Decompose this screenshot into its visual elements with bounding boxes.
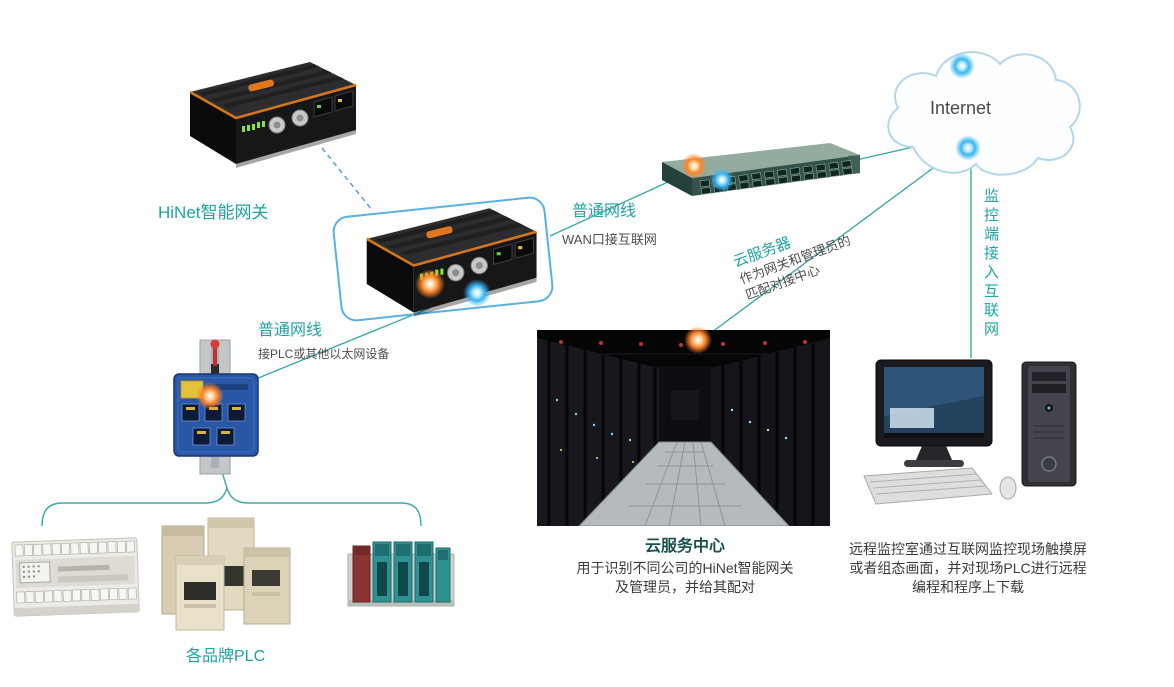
datacenter-caption: 云服务中心 用于识别不同公司的HiNet智能网关 及管理员，并给其配对 <box>520 532 850 597</box>
datacenter-note-line2: 及管理员，并给其配对 <box>615 579 755 595</box>
internet-cloud <box>887 51 1081 176</box>
monitor-access-label: 监控端接入互联网 <box>982 188 999 340</box>
beige-plc-group <box>161 517 291 631</box>
remote-note-line2: 或者组态画面，并对现场PLC进行远程 <box>849 560 1087 576</box>
mitsubishi-plc <box>11 537 140 617</box>
plc-brands-label: 各品牌PLC <box>186 648 266 665</box>
ethernet-switch-device <box>662 143 860 196</box>
internet-label: Internet <box>930 98 992 118</box>
datacenter-photo <box>537 330 830 526</box>
remote-note-line1: 远程监控室通过互联网监控现场触摸屏 <box>849 541 1087 557</box>
hinet-gateway-device-highlighted <box>338 198 553 331</box>
datacenter-title: 云服务中心 <box>644 538 725 555</box>
wan-cable-note: WAN口接互联网 <box>562 232 657 247</box>
hinet-gateway-device <box>162 52 372 182</box>
link-datacenter-cloud <box>699 153 953 342</box>
remote-monitoring-computer <box>863 359 1077 505</box>
dashed-link-gateways <box>321 147 373 211</box>
remote-note-line3: 编程和程序上下载 <box>912 579 1024 595</box>
lan-cable-label: 普通网线 <box>258 322 323 339</box>
lan-cable-note: 接PLC或其他以太网设备 <box>258 347 390 361</box>
hinet-gateway-label: HiNet智能网关 <box>158 203 269 222</box>
siemens-plc <box>347 541 455 607</box>
remote-caption: 远程监控室通过互联网监控现场触摸屏 或者组态画面，并对现场PLC进行远程 编程和… <box>834 540 1102 597</box>
datacenter-note-line1: 用于识别不同公司的HiNet智能网关 <box>576 560 794 576</box>
wan-cable-label: 普通网线 <box>572 203 637 220</box>
industrial-ethernet-switch <box>173 339 259 475</box>
